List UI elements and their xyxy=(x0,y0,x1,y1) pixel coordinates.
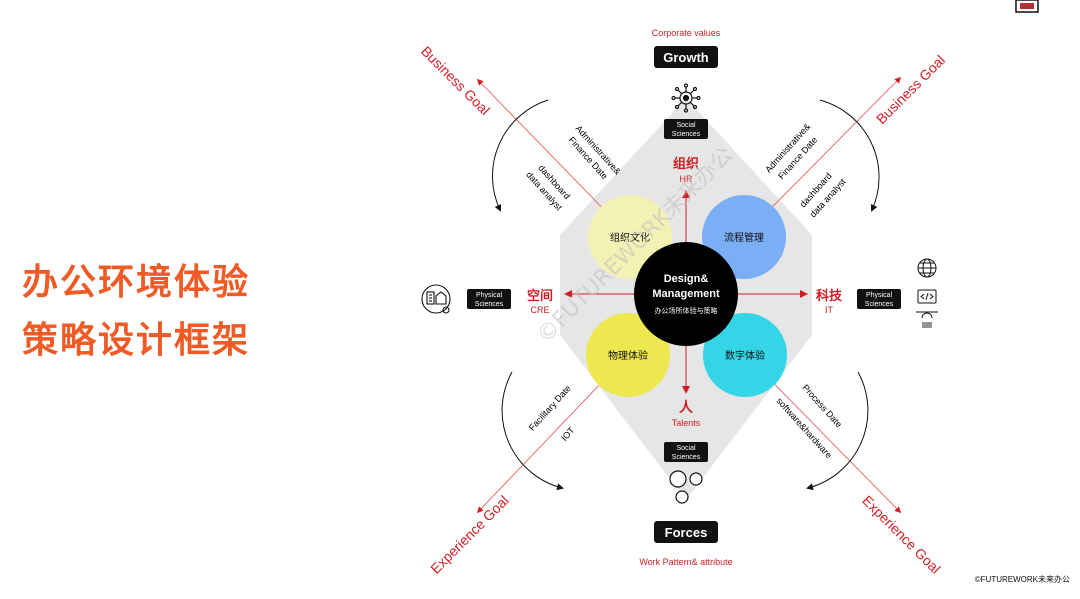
curve-arrow-bottom-right xyxy=(806,371,869,491)
axis-up-en: HR xyxy=(680,174,693,184)
label-physical-exp: 物理体验 xyxy=(608,349,648,362)
label-process-mgmt: 流程管理 xyxy=(724,231,764,244)
forces-badge xyxy=(654,521,718,543)
business-goal-left: Business Goal xyxy=(418,43,493,118)
social-sciences-badge-bottom xyxy=(664,442,708,462)
axis-right-cn: 科技 xyxy=(816,288,843,304)
social-top-line-1: Social xyxy=(676,122,696,129)
physical-right-line-1: Physical xyxy=(866,292,893,299)
axis-right-en: IT xyxy=(825,305,834,315)
presentation-icon xyxy=(1015,0,1039,13)
social-bottom-line-2: Sciences xyxy=(672,454,701,461)
people-circles-icon xyxy=(669,470,703,504)
social-bottom-line-1: Social xyxy=(676,445,696,452)
curve-arrow-top-left xyxy=(491,99,549,212)
physical-left-line-1: Physical xyxy=(476,292,503,299)
copyright: ©FUTUREWORK未来办公 xyxy=(974,575,1070,584)
axis-left-cn: 空间 xyxy=(527,288,553,304)
center-line-1: Design& xyxy=(664,273,709,285)
physical-sciences-badge-right xyxy=(857,289,901,309)
business-goal-right: Business Goal xyxy=(873,52,948,127)
code-icon xyxy=(917,289,937,304)
label-digital-exp: 数字体验 xyxy=(725,349,765,362)
experience-goal-right: Experience Goal xyxy=(859,492,944,577)
bl-iot: IOT xyxy=(559,425,577,443)
experience-goal-left: Experience Goal xyxy=(427,492,512,577)
smart-building-icon xyxy=(421,284,451,314)
bl-facility: Facilitary Date xyxy=(527,383,573,432)
curve-arrow-top-right xyxy=(819,99,880,212)
bottom-caption: Work Pattern& attribute xyxy=(639,557,732,567)
top-caption: Corporate values xyxy=(652,28,721,38)
axis-left-en: CRE xyxy=(530,305,549,315)
axis-down-en: Talents xyxy=(672,418,701,428)
growth-badge xyxy=(654,46,718,68)
center-sub: 办公场所体验与策略 xyxy=(655,306,718,315)
social-top-line-2: Sciences xyxy=(672,131,701,138)
page-title: 办公环境体验 策略设计框架 xyxy=(22,254,302,370)
physical-left-line-2: Sciences xyxy=(475,301,504,308)
physical-sciences-badge-left xyxy=(467,289,511,309)
physical-right-line-2: Sciences xyxy=(865,301,894,308)
social-sciences-badge-top xyxy=(664,119,708,139)
title-line-2: 策略设计框架 xyxy=(22,320,251,361)
circle-physical-exp xyxy=(586,313,670,397)
title-line-1: 办公环境体验 xyxy=(22,262,251,303)
label-org-culture: 组织文化 xyxy=(610,231,650,244)
globe-icon xyxy=(917,258,937,278)
center-circle xyxy=(634,242,738,346)
center-line-2: Management xyxy=(652,288,720,300)
forces-badge-label: Forces xyxy=(665,525,708,540)
network-gear-icon xyxy=(671,83,701,113)
axis-down-cn: 人 xyxy=(679,399,694,416)
fingerprint-icon xyxy=(916,311,938,328)
growth-badge-label: Growth xyxy=(663,50,709,65)
curve-arrow-bottom-left xyxy=(501,371,564,491)
axis-up-cn: 组织 xyxy=(673,156,699,172)
circle-digital-exp xyxy=(703,313,787,397)
